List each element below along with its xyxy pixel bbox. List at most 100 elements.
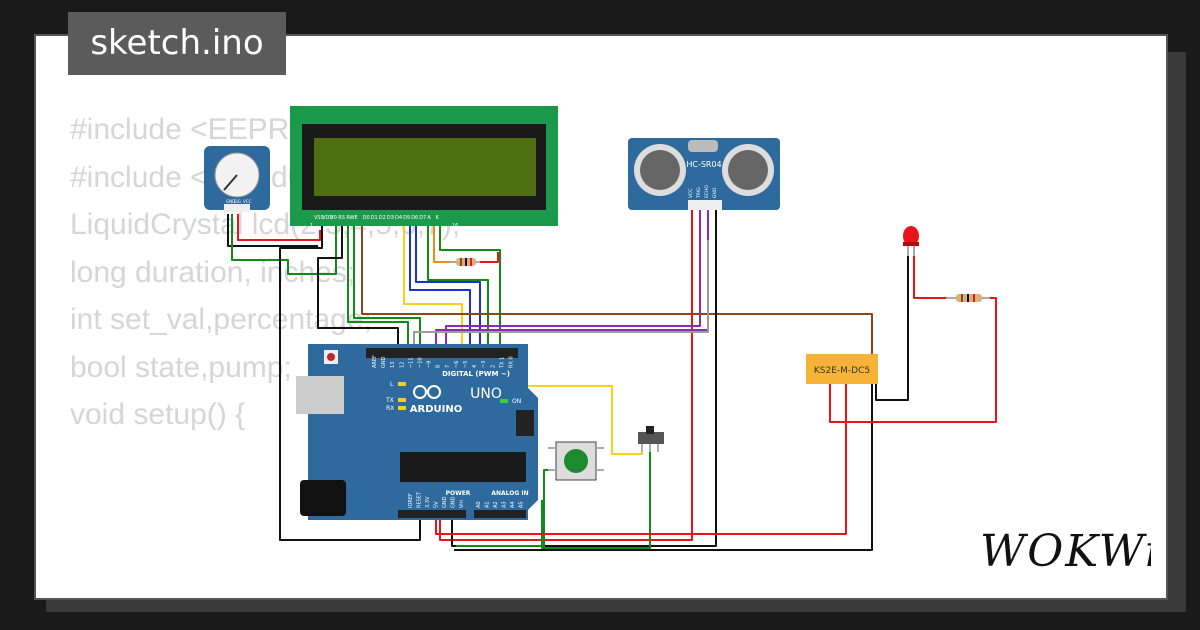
analog-pin-label-5: A5 xyxy=(519,501,525,508)
wire-lcd-rs[interactable] xyxy=(347,222,409,350)
digital-pin-label-10: ~5 xyxy=(463,361,469,368)
arduino-logo xyxy=(413,385,441,399)
ultrasonic-pin-label-0: VCC xyxy=(688,189,694,198)
wokwi-logo: WOKWi xyxy=(980,526,1151,577)
lcd-pin-num-16: 16 xyxy=(452,223,458,229)
wire-lcd-a[interactable] xyxy=(433,222,452,263)
wire-pot-red[interactable] xyxy=(237,214,321,241)
power-pin-label-4: GND xyxy=(442,496,448,508)
led-label-l: L xyxy=(390,381,394,388)
digital-pin-label-6: ~9 xyxy=(427,361,433,368)
lcd-pin-label-9: D3 xyxy=(387,215,394,221)
led-label-on: ON xyxy=(512,398,521,405)
wire-button-green[interactable] xyxy=(456,469,548,547)
led-red[interactable] xyxy=(903,226,919,256)
arduino-uno[interactable]: DIGITAL (PWM ~) ARDUINO UNO POWER ANALOG… xyxy=(296,344,538,520)
digital-pin-label-15: RX 0 xyxy=(509,356,515,368)
power-header xyxy=(398,510,466,518)
wire-switch-green[interactable] xyxy=(541,448,651,549)
led-label-tx: TX xyxy=(385,397,394,404)
digital-pin-label-1: GND xyxy=(381,356,387,368)
digital-pin-label-14: TX 1 xyxy=(499,357,505,369)
wire-relay-led[interactable] xyxy=(829,297,997,423)
arduino-model: UNO xyxy=(470,386,502,402)
wire-pot-green[interactable] xyxy=(231,214,337,275)
lcd-pin-label-3: RS xyxy=(338,215,345,221)
relay-label: KS2E-M-DC5 xyxy=(814,366,870,376)
digital-pin-label-5: ~10 xyxy=(418,357,424,368)
ultrasonic-pin-label-1: TRIG xyxy=(696,187,702,199)
push-button[interactable] xyxy=(548,441,604,481)
lcd-pin-label-6: D0 xyxy=(363,215,370,221)
pot-pin-vcc: VCC xyxy=(243,199,252,204)
arduino-brand: ARDUINO xyxy=(410,404,462,415)
lcd-pin-label-10: D4 xyxy=(395,215,402,221)
digital-pin-label-9: ~6 xyxy=(454,361,460,368)
pot-pin-sig: SIG xyxy=(234,199,241,204)
slide-switch[interactable] xyxy=(638,426,664,452)
lcd-pin-label-13: D7 xyxy=(419,215,426,221)
digital-header xyxy=(366,348,518,358)
wire-relay-black[interactable] xyxy=(454,384,873,551)
analog-header xyxy=(474,510,526,518)
power-pin-label-5: GND xyxy=(451,496,457,508)
lcd-pin-label-14: A xyxy=(427,215,431,221)
analog-pin-label-3: A3 xyxy=(502,501,508,508)
lcd-pin-label-11: D5 xyxy=(403,215,410,221)
wire-lcd-d6[interactable] xyxy=(415,222,481,350)
lcd-pin-num-1: 1 xyxy=(310,223,313,229)
digital-label: DIGITAL (PWM ~) xyxy=(442,370,510,378)
power-pin-label-6: Vin xyxy=(459,500,465,508)
wire-lcd-res[interactable] xyxy=(478,252,499,263)
digital-pin-label-12: ~3 xyxy=(481,361,487,368)
power-label: POWER xyxy=(446,490,471,497)
analog-pin-label-4: A4 xyxy=(510,501,516,508)
power-pin-label-1: RESET xyxy=(417,491,423,508)
wire-lcd-d5[interactable] xyxy=(409,222,471,350)
potentiometer[interactable]: GND SIG VCC xyxy=(204,146,270,212)
wire-brown[interactable] xyxy=(361,222,873,356)
lcd-pin-label-5: E xyxy=(355,215,358,221)
wire-us-trig[interactable] xyxy=(445,210,701,350)
lcd-pin-label-2: V0 xyxy=(330,215,337,221)
wire-led-res[interactable] xyxy=(913,254,948,299)
analog-pin-label-0: A0 xyxy=(476,501,482,508)
lcd-pin-label-15: K xyxy=(436,215,440,221)
relay[interactable]: KS2E-M-DC5 xyxy=(806,354,878,384)
power-pin-label-3: 5V xyxy=(434,501,440,508)
wire-lcd-rw[interactable] xyxy=(317,222,399,350)
wire-us-gray[interactable] xyxy=(413,240,709,350)
analog-pin-label-1: A1 xyxy=(485,501,491,508)
digital-pin-label-8: 7 xyxy=(445,365,451,368)
digital-pin-label-4: ~11 xyxy=(408,357,414,368)
atmega-chip xyxy=(400,452,526,482)
wire-led-black[interactable] xyxy=(875,254,909,401)
resistor-led[interactable] xyxy=(946,294,990,302)
wire-lcd-vss[interactable] xyxy=(279,222,421,541)
wire-us-gnd[interactable] xyxy=(451,210,717,547)
digital-pin-label-2: 13 xyxy=(390,362,396,368)
wire-pot-black[interactable] xyxy=(227,214,318,247)
wokwi-logo-text: WOKWi xyxy=(980,526,1151,577)
resistor-lcd[interactable] xyxy=(450,258,480,266)
digital-pin-label-13: 2 xyxy=(490,365,496,368)
digital-pin-label-11: 4 xyxy=(472,365,478,368)
lcd-pin-label-4: RW xyxy=(346,215,354,221)
file-tab[interactable]: sketch.ino xyxy=(68,12,286,75)
digital-pin-label-7: 8 xyxy=(436,365,442,368)
lcd-pin-label-0: VSS xyxy=(314,215,324,221)
wire-lcd-e[interactable] xyxy=(353,222,421,350)
led-label-rx: RX xyxy=(386,405,394,412)
lcd-pin-label-12: D6 xyxy=(411,215,418,221)
power-pin-label-0: IOREF xyxy=(408,493,414,508)
wire-lcd-k[interactable] xyxy=(439,222,501,350)
digital-pin-label-0: AREF xyxy=(372,355,378,368)
